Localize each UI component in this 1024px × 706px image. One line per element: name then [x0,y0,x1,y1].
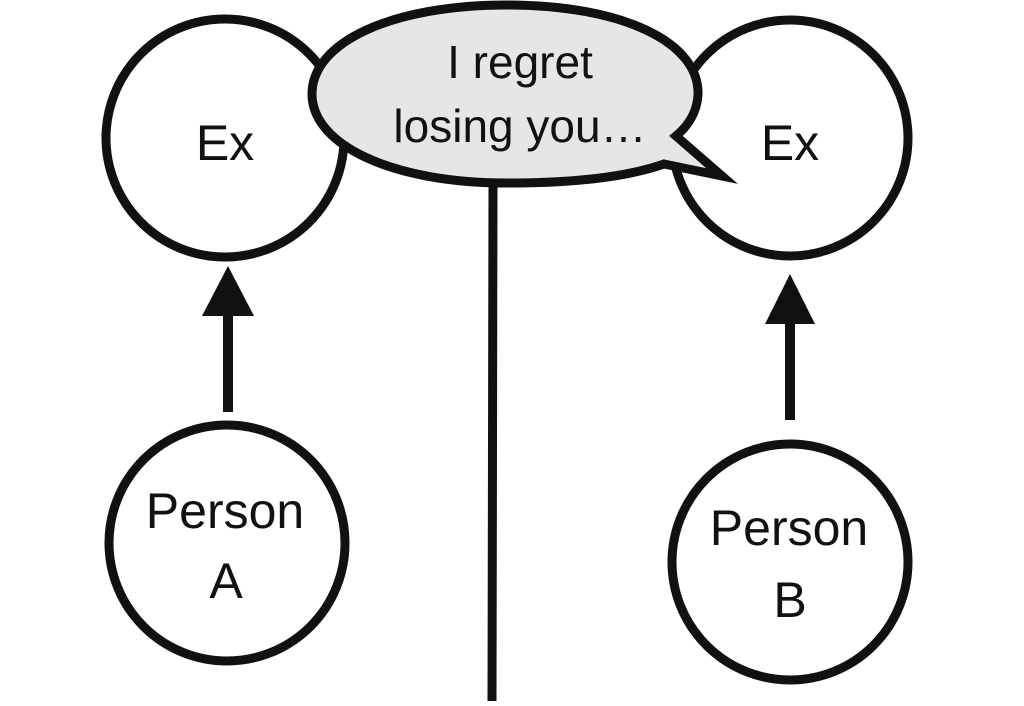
speech-bubble: I regret losing you… [307,0,738,188]
divider-line [487,184,498,702]
person-b-node: Person B [667,439,913,685]
right-ex-label: Ex [761,115,819,171]
person-a-node: Person A [104,420,350,666]
left-ex-node: Ex [101,14,349,262]
right-arrow [765,274,815,420]
left-arrow [202,266,254,412]
person-b-label-line1: Person [710,500,868,556]
left-ex-label: Ex [196,115,254,171]
person-b-label-line2: B [773,572,806,628]
speech-bubble-shape [307,0,738,188]
person-a-label-line2: A [209,553,243,609]
speech-bubble-line2: losing you… [393,100,646,152]
speech-bubble-line1: I regret [447,36,593,88]
person-a-label-line1: Person [146,483,304,539]
right-ex-node: Ex [667,15,913,261]
